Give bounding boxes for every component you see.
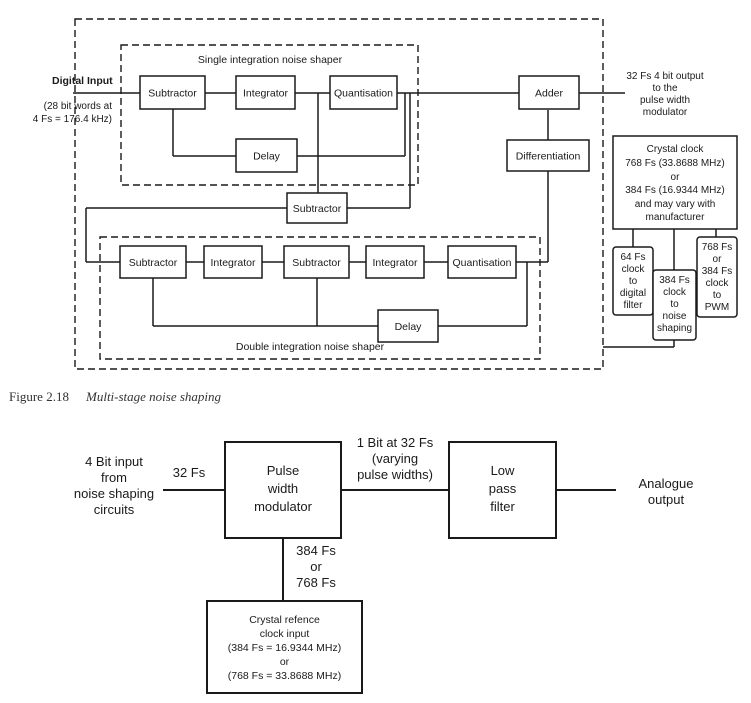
block-integrator-1: Integrator (235, 75, 296, 110)
svg-text:768 Fs: 768 Fs (702, 242, 733, 253)
block-quantisation-1: Quantisation (329, 75, 398, 110)
svg-text:384 Fs (16.9344 MHz): 384 Fs (16.9344 MHz) (625, 185, 725, 196)
output-spec-line-4: modulator (643, 107, 688, 118)
input-label-line-4: circuits (94, 502, 135, 517)
block-delay-2: Delay (377, 309, 439, 343)
svg-text:768 Fs (33.8688 MHz): 768 Fs (33.8688 MHz) (625, 158, 725, 169)
output-spec-line-3: pulse width (640, 95, 690, 106)
input-label-line-2: from (101, 470, 127, 485)
block-quantisation-2: Quantisation (447, 245, 517, 279)
svg-text:manufacturer: manufacturer (646, 212, 706, 223)
output-label-line-2: output (648, 492, 685, 507)
svg-text:to: to (629, 276, 638, 287)
output-spec-line-2: to the (652, 83, 677, 94)
svg-text:Integrator: Integrator (211, 257, 256, 269)
svg-text:384 Fs: 384 Fs (702, 266, 733, 277)
svg-text:or: or (671, 172, 681, 183)
svg-text:Adder: Adder (535, 88, 564, 100)
block-subtractor-middle: Subtractor (286, 192, 348, 224)
svg-text:Subtractor: Subtractor (129, 257, 178, 269)
outer-dashed-border (74, 18, 604, 370)
svg-text:Quantisation: Quantisation (453, 257, 512, 269)
svg-text:or: or (713, 254, 723, 265)
svg-text:Subtractor: Subtractor (293, 203, 342, 215)
svg-text:Delay: Delay (395, 321, 423, 333)
svg-text:Delay: Delay (253, 151, 281, 163)
pwm-block: Pulse width modulator (224, 441, 342, 539)
svg-text:clock: clock (663, 287, 687, 298)
svg-text:Subtractor: Subtractor (292, 257, 341, 269)
input-label-line-3: noise shaping (74, 486, 154, 501)
clock-digital-filter-box: 64 Fs clock to digital filter (612, 246, 654, 316)
svg-text:Low: Low (491, 463, 515, 478)
svg-text:Differentiation: Differentiation (516, 151, 581, 163)
crystal-reference-block: Crystal refence clock input (384 Fs = 16… (206, 600, 363, 694)
svg-text:Crystal refence: Crystal refence (249, 614, 320, 626)
input-rate-label: 32 Fs (173, 465, 206, 480)
input-label-line-1: 4 Bit input (85, 454, 143, 469)
svg-text:Quantisation: Quantisation (334, 88, 393, 100)
block-integrator-3: Integrator (365, 245, 425, 279)
caption-title: Multi-stage noise shaping (85, 389, 222, 404)
svg-text:clock: clock (706, 278, 730, 289)
svg-text:modulator: modulator (254, 499, 312, 514)
output-spec-line-1: 32 Fs 4 bit output (626, 71, 703, 82)
mid-label-line-2: (varying (372, 451, 418, 466)
crystal-clock-box: Crystal clock 768 Fs (33.8688 MHz) or 38… (612, 135, 738, 230)
svg-text:width: width (267, 481, 298, 496)
digital-input-label: Digital Input (52, 75, 113, 87)
output-label-line-1: Analogue (639, 476, 694, 491)
svg-text:to: to (713, 290, 722, 301)
block-adder: Adder (518, 75, 580, 110)
pulse-width-modulator-diagram: Pulse width modulator Low pass filter Cr… (74, 435, 694, 694)
clock-pwm-box: 768 Fs or 384 Fs clock to PWM (696, 236, 738, 318)
svg-text:shaping: shaping (657, 323, 692, 334)
double-shaper-region (99, 236, 541, 360)
double-shaper-label: Double integration noise shaper (236, 341, 385, 353)
svg-text:PWM: PWM (705, 302, 729, 313)
caption-number: Figure 2.18 (9, 389, 69, 404)
svg-text:clock input: clock input (260, 628, 310, 640)
mid-label-line-3: pulse widths) (357, 467, 433, 482)
block-delay-1: Delay (235, 138, 298, 173)
clock-rate-line-3: 768 Fs (296, 575, 336, 590)
block-subtractor-2: Subtractor (119, 245, 187, 279)
svg-text:Subtractor: Subtractor (148, 88, 197, 100)
svg-text:Crystal clock: Crystal clock (647, 144, 705, 155)
clock-rate-line-2: or (310, 559, 322, 574)
svg-text:noise: noise (663, 311, 687, 322)
svg-text:or: or (280, 656, 290, 668)
block-subtractor-3: Subtractor (283, 245, 350, 279)
input-spec-line-2: 4 Fs = 176.4 kHz) (33, 114, 112, 125)
block-differentiation: Differentiation (506, 139, 590, 172)
svg-text:(384 Fs = 16.9344 MHz): (384 Fs = 16.9344 MHz) (228, 642, 342, 654)
svg-text:Integrator: Integrator (373, 257, 418, 269)
single-shaper-label: Single integration noise shaper (198, 54, 343, 66)
mid-label-line-1: 1 Bit at 32 Fs (357, 435, 434, 450)
input-spec-line-1: (28 bit words at (44, 101, 113, 112)
clock-rate-line-1: 384 Fs (296, 543, 336, 558)
svg-text:filter: filter (624, 300, 644, 311)
figure1-wires (73, 92, 717, 348)
svg-text:(768 Fs = 33.8688 MHz): (768 Fs = 33.8688 MHz) (228, 670, 342, 682)
block-integrator-2: Integrator (203, 245, 263, 279)
svg-text:digital: digital (620, 288, 646, 299)
svg-text:and may vary with: and may vary with (635, 199, 716, 210)
svg-text:Integrator: Integrator (243, 88, 288, 100)
svg-text:384 Fs: 384 Fs (659, 275, 690, 286)
clock-noise-shaping-box: 384 Fs clock to noise shaping (652, 269, 697, 341)
svg-text:Pulse: Pulse (267, 463, 300, 478)
svg-text:to: to (670, 299, 679, 310)
svg-text:pass: pass (489, 481, 517, 496)
multi-stage-noise-shaping-diagram: Subtractor Integrator Quantisation Delay… (9, 18, 738, 404)
svg-text:64 Fs: 64 Fs (620, 252, 645, 263)
block-subtractor-1: Subtractor (139, 75, 206, 110)
low-pass-filter-block: Low pass filter (448, 441, 557, 539)
single-shaper-region (120, 44, 419, 186)
svg-text:clock: clock (622, 264, 646, 275)
svg-text:filter: filter (490, 499, 515, 514)
